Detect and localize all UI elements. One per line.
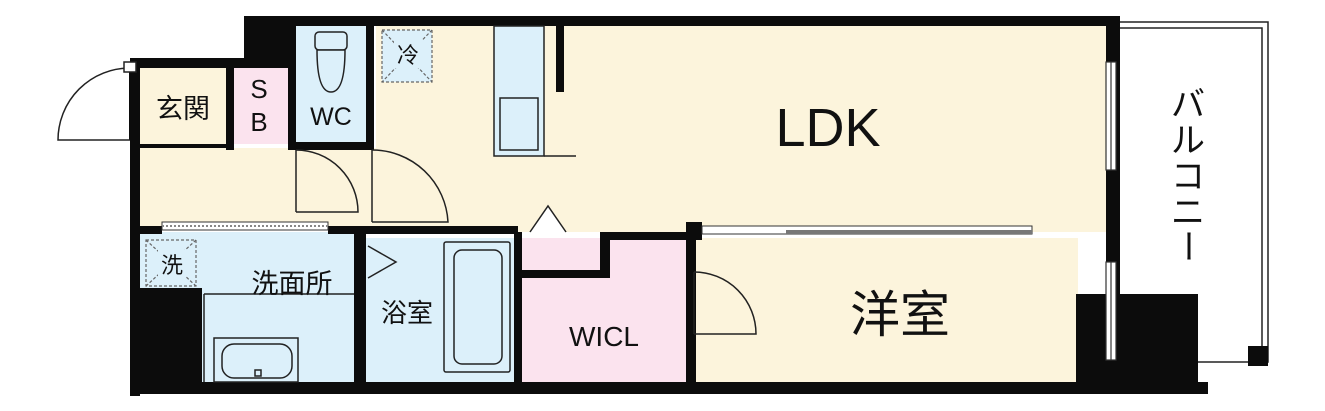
ldk-floor xyxy=(376,26,1112,232)
washroom-label: 洗面所 xyxy=(252,269,333,300)
walk-in-closet-label: WICL xyxy=(569,321,639,352)
balcony-char: コ xyxy=(1171,157,1205,197)
door-swing-icon xyxy=(529,204,567,233)
toilet-icon xyxy=(314,31,348,93)
door-swing-icon xyxy=(295,149,359,213)
door-swing-icon xyxy=(57,61,137,141)
door-swing-icon xyxy=(693,271,757,335)
shoe-box-floor xyxy=(233,68,288,144)
hall-floor xyxy=(140,148,380,226)
window-icon xyxy=(1105,61,1117,361)
balcony-char: ル xyxy=(1171,121,1205,161)
bath-label: 浴室 xyxy=(381,299,433,329)
balcony-char: ー xyxy=(1167,229,1207,263)
balcony-char: バ xyxy=(1171,85,1205,125)
shoe-box-label-s: S xyxy=(250,74,267,104)
entrance-label: 玄関 xyxy=(156,94,210,125)
bathtub-icon xyxy=(443,241,511,373)
washer-space-icon xyxy=(145,239,197,287)
door-swing-icon xyxy=(367,245,398,279)
entrance-floor xyxy=(140,68,233,150)
ldk-label: LDK xyxy=(775,98,880,158)
bath-floor xyxy=(364,238,514,382)
wc-label: WC xyxy=(310,103,352,131)
sink-icon xyxy=(203,293,354,383)
walls xyxy=(130,16,1208,396)
washer-label: 洗 xyxy=(161,254,183,279)
western-room-label: 洋室 xyxy=(850,286,950,344)
shoe-box-label-b: B xyxy=(250,107,267,137)
kitchen-counter-icon xyxy=(493,25,576,157)
fridge-label-bg xyxy=(394,40,422,68)
balcony-char: ニ xyxy=(1171,193,1205,233)
fridge-label: 冷 xyxy=(397,44,419,69)
door-swing-icon xyxy=(371,149,449,223)
balcony-label: バ ル コ ニ ー xyxy=(1167,85,1207,263)
washer-label-bg xyxy=(158,250,186,278)
sliding-door-icon xyxy=(161,221,1033,235)
balcony-drain xyxy=(1248,346,1268,366)
western-room-floor xyxy=(694,238,1078,382)
